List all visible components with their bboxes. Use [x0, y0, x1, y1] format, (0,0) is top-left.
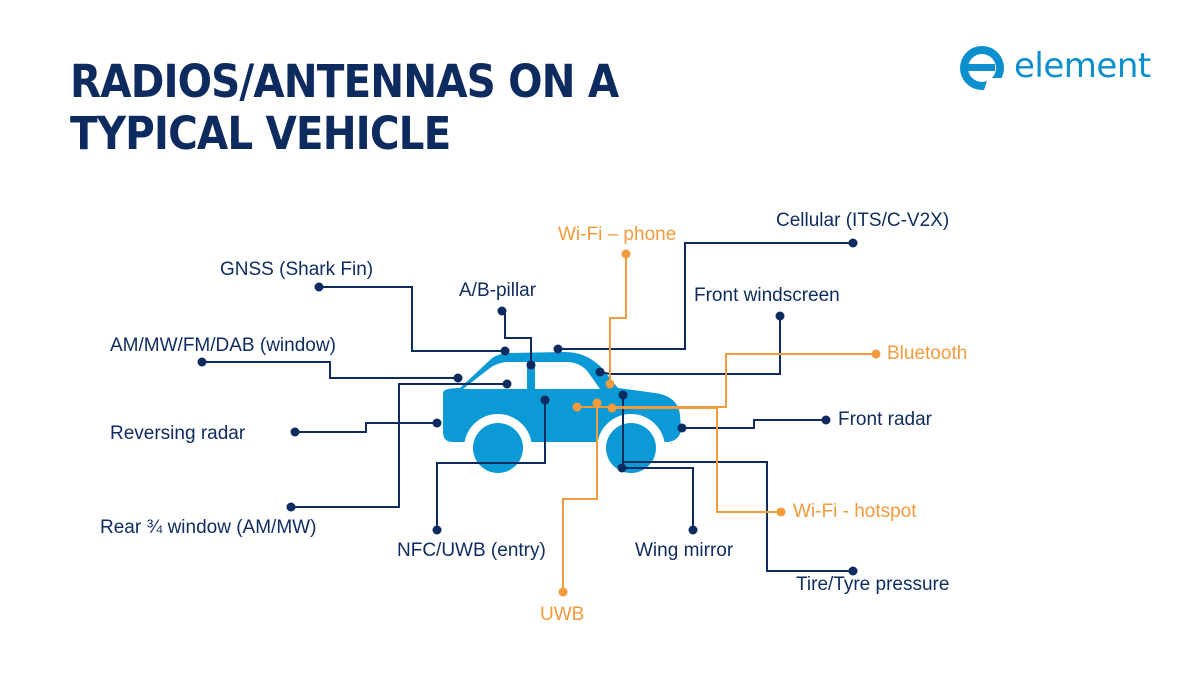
label-rear-window: Rear ¾ window (AM/MW): [100, 517, 317, 538]
dot-am-car: [453, 373, 463, 383]
label-gnss: GNSS (Shark Fin): [220, 259, 374, 280]
dot-wifi-phone-car: [605, 379, 615, 389]
dot-tire-car: [617, 463, 627, 473]
dot-bluetooth-label: [871, 349, 881, 359]
dot-windscreen-label: [775, 311, 785, 321]
line-reversing-radar: [295, 422, 437, 433]
dot-ab-pillar-car: [526, 360, 536, 370]
label-wifi-hotspot: Wi-Fi - hotspot: [793, 501, 917, 522]
element-e-logo-icon: [960, 46, 1004, 90]
title-line-2: TYPICAL VEHICLE: [70, 107, 451, 160]
label-wifi-phone: Wi-Fi – phone: [558, 224, 677, 245]
dot-cellular-label: [848, 238, 858, 248]
line-am-mw-fm-dab: [202, 361, 458, 379]
dot-uwb-label: [558, 587, 568, 597]
label-bluetooth: Bluetooth: [887, 343, 968, 364]
dot-gnss-car: [500, 346, 510, 356]
label-uwb: UWB: [540, 604, 585, 625]
label-tire-pressure: Tire/Tyre pressure: [796, 574, 950, 595]
dot-rear-window-label: [286, 502, 296, 512]
page-title: RADIOS/ANTENNAS ON A TYPICAL VEHICLE: [70, 55, 619, 160]
dot-front-radar-car: [677, 423, 687, 433]
title-line-1: RADIOS/ANTENNAS ON A: [70, 55, 619, 108]
dot-uwb-car: [592, 398, 602, 408]
dot-wing-mirror-label: [688, 525, 698, 535]
line-wifi-phone: [609, 254, 627, 384]
dot-gnss-label: [314, 282, 324, 292]
line-gnss: [319, 286, 505, 352]
dot-wifi-phone-label: [621, 249, 631, 259]
dot-tire-label: [848, 566, 858, 576]
dot-windscreen-car: [595, 367, 605, 377]
car-illustration: [443, 352, 681, 482]
label-wing-mirror: Wing mirror: [635, 540, 734, 561]
line-wing-mirror: [622, 395, 694, 530]
dot-hotspot-label: [776, 507, 786, 517]
dot-nfc-car: [540, 395, 550, 405]
line-wifi-hotspot: [612, 407, 781, 513]
label-nfc-uwb: NFC/UWB (entry): [397, 540, 546, 561]
dot-reversing-label: [290, 427, 300, 437]
line-nfc-uwb: [436, 400, 546, 530]
line-uwb: [562, 403, 598, 592]
label-cellular: Cellular (ITS/C-V2X): [776, 210, 950, 231]
dot-am-label: [197, 357, 207, 367]
line-rear-window: [291, 383, 507, 508]
dot-reversing-car: [432, 418, 442, 428]
label-am-mw-fm-dab: AM/MW/FM/DAB (window): [110, 335, 336, 356]
line-front-windscreen: [599, 316, 781, 375]
label-front-radar: Front radar: [838, 409, 932, 430]
element-logo: element: [958, 44, 1158, 92]
logo-wordmark: element: [1014, 46, 1151, 86]
front-wheel: [606, 423, 656, 473]
dot-nfc-label: [432, 525, 442, 535]
line-cellular: [558, 242, 853, 350]
dot-hotspot-car: [607, 403, 617, 413]
label-front-windscreen: Front windscreen: [694, 285, 840, 306]
dot-ab-pillar-label: [497, 306, 507, 316]
dot-rear-window-car: [502, 379, 512, 389]
line-tire-pressure: [622, 461, 853, 572]
dot-wing-mirror-car: [618, 390, 628, 400]
label-ab-pillar: A/B-pillar: [459, 280, 537, 301]
dot-front-radar-label: [821, 415, 831, 425]
dot-cellular-car: [553, 344, 563, 354]
rear-wheel: [473, 423, 523, 473]
dot-bluetooth-car: [572, 402, 582, 412]
line-front-radar: [682, 419, 826, 429]
label-reversing-radar: Reversing radar: [110, 423, 246, 444]
front-window: [535, 362, 600, 389]
